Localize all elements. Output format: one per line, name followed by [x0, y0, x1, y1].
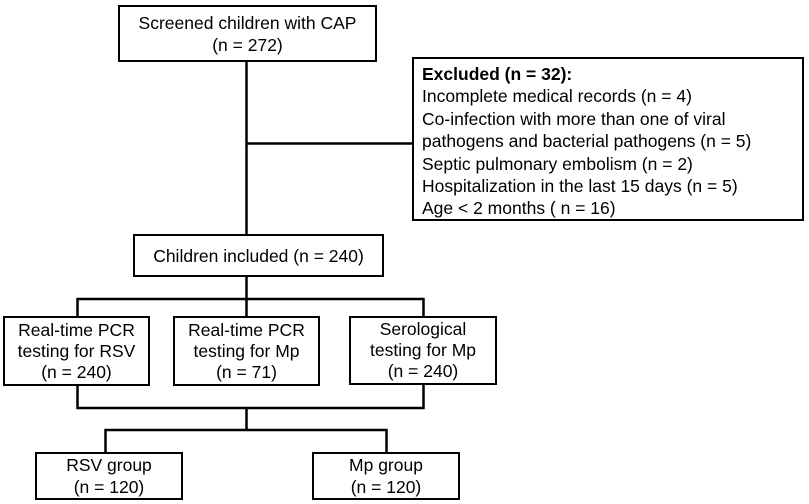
box-children-included: Children included (n = 240): [133, 234, 384, 277]
box-rsv-group: RSV group (n = 120): [35, 452, 183, 500]
box-mp-group-count: (n = 120): [350, 477, 422, 497]
box-mp-sero-count: (n = 240): [387, 361, 459, 381]
box-mp-pcr-line-2: testing for Mp: [193, 340, 300, 361]
box-included-line-1: Children included (n = 240): [153, 245, 364, 266]
box-mp-group: Mp group (n = 120): [312, 452, 460, 500]
box-rsv-pcr-testing: Real-time PCR testing for RSV (n = 240): [3, 316, 150, 386]
box-rsv-group-line-1: RSV group: [66, 455, 152, 475]
box-mp-pcr-testing: Real-time PCR testing for Mp (n = 71): [173, 316, 320, 386]
box-rsv-pcr-line-1: Real-time PCR: [18, 319, 135, 340]
box-rsv-group-count: (n = 120): [73, 477, 145, 497]
box-mp-sero-line-1: Serological: [379, 319, 467, 339]
excluded-reason-septic-embolism: Septic pulmonary embolism (n = 2): [422, 153, 693, 174]
box-screened-line-1: Screened children with CAP: [138, 12, 357, 33]
box-mp-sero-line-2: testing for Mp: [369, 340, 477, 360]
excluded-reason-coinfection: Co-infection with more than one of viral…: [422, 108, 752, 152]
box-excluded: Excluded (n = 32): Incomplete medical re…: [412, 57, 804, 221]
box-mp-group-line-1: Mp group: [349, 455, 423, 475]
box-mp-pcr-line-1: Real-time PCR: [188, 319, 305, 340]
excluded-reason-age: Age < 2 months ( n = 16): [422, 198, 616, 219]
box-rsv-pcr-line-2: testing for RSV: [17, 340, 136, 361]
box-rsv-pcr-count: (n = 240): [41, 361, 112, 382]
box-mp-serological-testing: Serological testing for Mp (n = 240): [349, 316, 497, 385]
box-screened-children: Screened children with CAP (n = 272): [118, 5, 377, 62]
excluded-reason-incomplete-records: Incomplete medical records (n = 4): [422, 86, 692, 107]
box-mp-pcr-count: (n = 71): [216, 361, 277, 382]
excluded-reason-hospitalization: Hospitalization in the last 15 days (n =…: [422, 176, 738, 197]
excluded-heading: Excluded (n = 32):: [422, 64, 573, 84]
box-screened-count: (n = 272): [212, 34, 283, 55]
